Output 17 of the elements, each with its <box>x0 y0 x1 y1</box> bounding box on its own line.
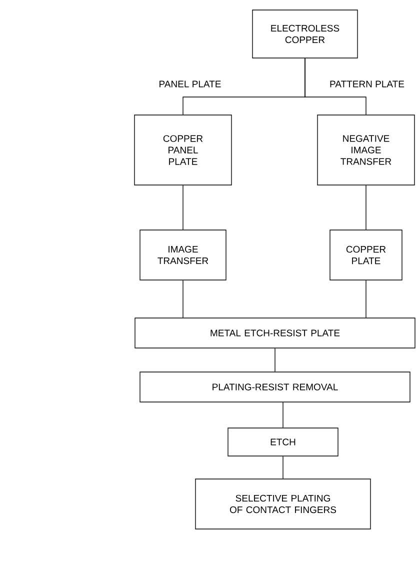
connector-line <box>182 185 184 230</box>
process-box: ELECTROLESS COPPER <box>252 10 358 58</box>
process-box: ETCH <box>228 428 338 456</box>
connector-line <box>274 348 276 372</box>
edge-label: PATTERN PLATE <box>328 80 406 88</box>
connector-line <box>282 402 284 428</box>
process-box: NEGATIVE IMAGE TRANSFER <box>317 114 415 186</box>
process-box: IMAGE TRANSFER <box>140 230 226 280</box>
process-box: METAL ETCH-RESIST PLATE <box>134 318 416 348</box>
connector-line <box>282 456 284 479</box>
process-box: COPPER PLATE <box>330 230 402 280</box>
process-box: PLATING-RESIST REMOVAL <box>140 372 410 402</box>
connector-line <box>182 280 184 318</box>
edge-label: PANEL PLATE <box>158 80 222 88</box>
process-box: SELECTIVE PLATING OF CONTACT FINGERS <box>195 478 371 530</box>
connector-line <box>304 58 366 115</box>
process-box: COPPER PANEL PLATE <box>134 114 232 186</box>
